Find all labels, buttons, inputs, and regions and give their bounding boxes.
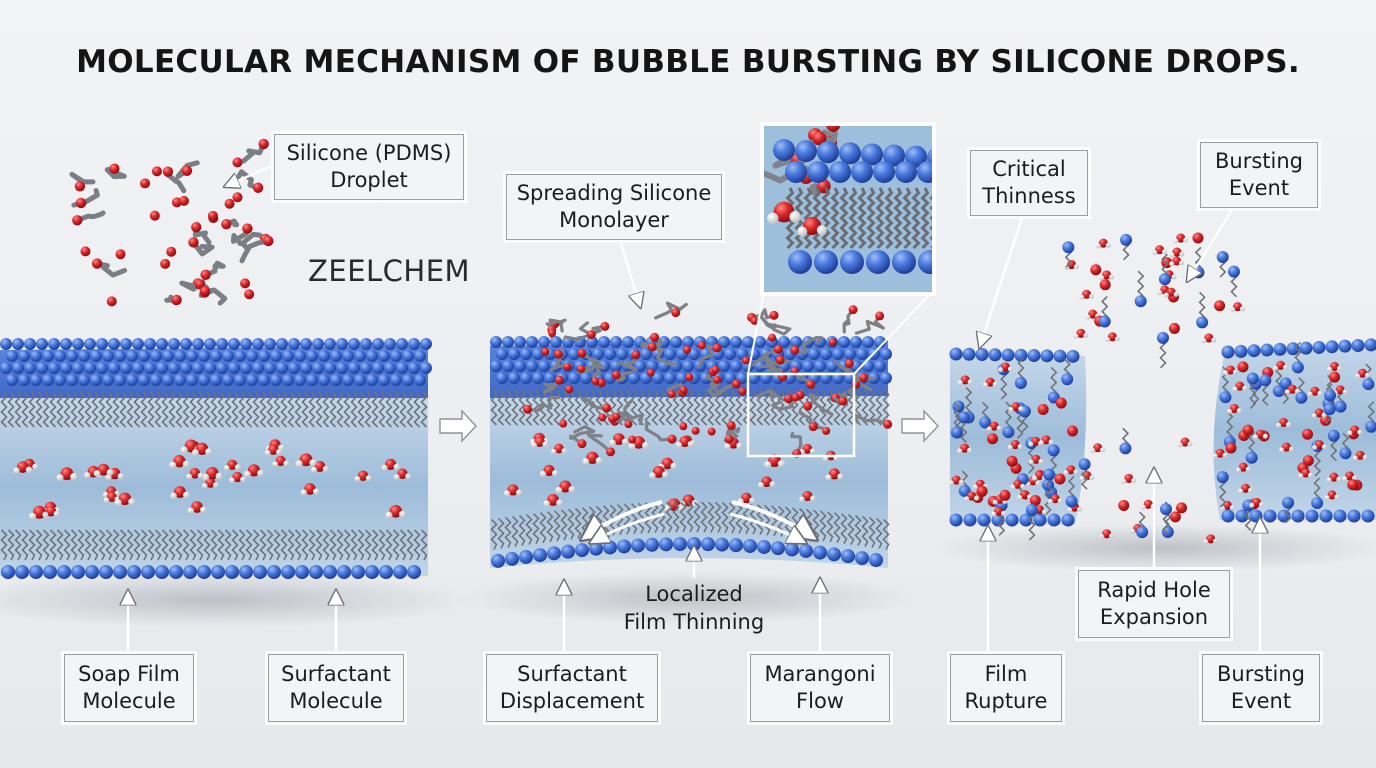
right-arrow-icon [902, 411, 938, 441]
label-bursting-event-top: Bursting Event [1200, 142, 1318, 208]
right-arrow-icon [440, 411, 476, 441]
brand-logo-text: ZEELCHEM [308, 254, 470, 288]
label-bursting-event-bottom: Bursting Event [1202, 654, 1320, 722]
magnifier-inset [749, 118, 949, 296]
rupture-panel [949, 233, 1376, 545]
spreading-monolayer-panel [490, 292, 932, 568]
label-spreading-monolayer: Spreading Silicone Monolayer [506, 174, 722, 240]
label-surfactant-displacement: Surfactant Displacement [486, 654, 658, 722]
label-film-rupture: Film Rupture [950, 654, 1062, 722]
label-marangoni-flow: Marangoni Flow [750, 654, 890, 722]
soap-film-panel [0, 338, 432, 579]
label-soap-film-molecule: Soap Film Molecule [64, 654, 194, 722]
label-silicone-droplet: Silicone (PDMS) Droplet [274, 134, 464, 200]
label-critical-thinness: Critical Thinness [970, 150, 1088, 216]
silicone-droplet [72, 139, 274, 307]
label-localized-film-thinning: Localized Film Thinning [604, 580, 784, 636]
page-title: MOLECULAR MECHANISM OF BUBBLE BURSTING B… [0, 44, 1376, 80]
label-surfactant-molecule: Surfactant Molecule [268, 654, 404, 722]
label-rapid-hole-expansion: Rapid Hole Expansion [1078, 570, 1230, 638]
